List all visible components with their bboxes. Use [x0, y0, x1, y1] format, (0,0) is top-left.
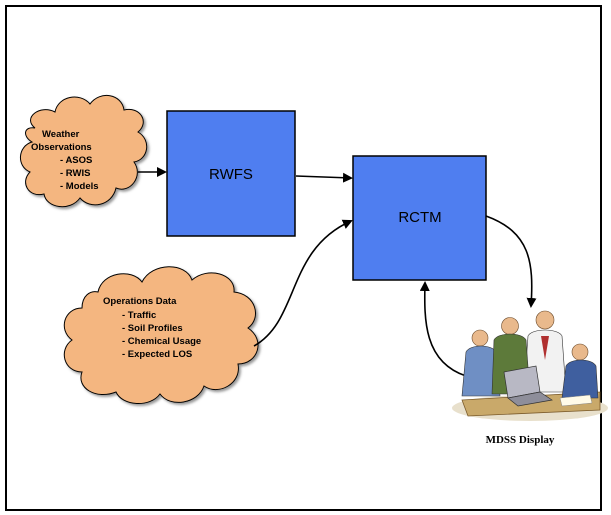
weather-cloud-line-2: Observations [31, 142, 92, 153]
arrow-operations-to-rctm [253, 219, 353, 347]
operations-cloud-line-3: - Soil Profiles [122, 323, 183, 334]
mdss-display-caption: MDSS Display [486, 434, 555, 446]
operations-cloud-line-4: - Chemical Usage [122, 336, 201, 347]
arrow-display-to-rctm [419, 281, 467, 377]
arrow-rwfs-to-rctm [295, 172, 353, 183]
operations-cloud-shape [63, 266, 259, 404]
rwfs-label: RWFS [209, 166, 253, 183]
rctm-label: RCTM [398, 209, 441, 226]
arrow-rctm-to-display [485, 215, 537, 308]
rctm-node: RCTM [352, 155, 487, 281]
operations-cloud-line-1: Operations Data [103, 296, 177, 307]
weather-cloud-line-3: - ASOS [60, 155, 92, 166]
rwfs-node: RWFS [166, 110, 296, 237]
mdss-display-illustration [452, 310, 608, 421]
weather-cloud-shape [20, 95, 148, 208]
weather-cloud-line-5: - Models [60, 181, 99, 192]
rwfs-box [166, 110, 296, 237]
operations-cloud-line-5: - Expected LOS [122, 349, 192, 360]
weather-cloud-line-4: - RWIS [60, 168, 90, 179]
rctm-box [352, 155, 487, 281]
weather-cloud-line-1: Weather [42, 129, 80, 140]
diagram-frame [5, 5, 602, 511]
operations-cloud-line-2: - Traffic [122, 310, 156, 321]
weather-observations-cloud: Weather Observations - ASOS - RWIS - Mod… [20, 95, 148, 208]
operations-data-cloud: Operations Data - Traffic - Soil Profile… [63, 266, 259, 404]
